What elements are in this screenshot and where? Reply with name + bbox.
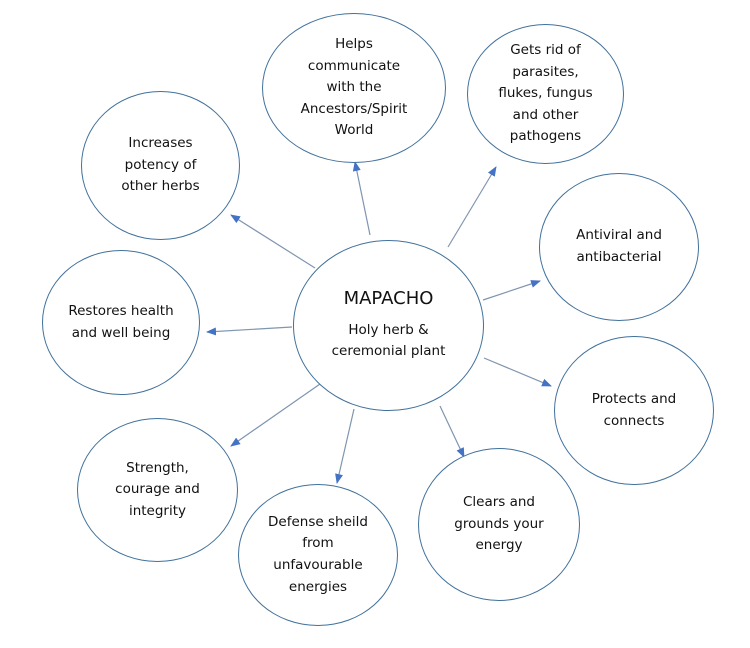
arrow-to-potency xyxy=(230,214,316,269)
node-health: Restores health and well being xyxy=(42,250,200,395)
arrow-to-parasites xyxy=(447,166,497,248)
node-defense: Defense sheild from unfavourable energie… xyxy=(238,484,398,626)
arrow-to-antiviral xyxy=(482,280,541,301)
node-label: Gets rid of parasites, flukes, fungus an… xyxy=(498,42,593,145)
node-protects: Protects and connects xyxy=(554,336,714,485)
node-label: Strength, courage and integrity xyxy=(115,459,200,519)
center-subtitle: Holy herb & ceremonial plant xyxy=(331,321,446,360)
node-strength: Strength, courage and integrity xyxy=(77,418,238,562)
arrow-to-health xyxy=(206,326,293,336)
node-label: Antiviral and antibacterial xyxy=(576,227,662,265)
center-title: MAPACHO xyxy=(343,288,434,310)
arrow-to-clears xyxy=(439,405,465,458)
node-label: Increases potency of other herbs xyxy=(121,135,200,195)
node-potency: Increases potency of other herbs xyxy=(81,91,240,240)
arrow-to-protects xyxy=(483,357,552,387)
arrow-to-strength xyxy=(230,383,321,447)
center-node: MAPACHO Holy herb & ceremonial plant xyxy=(293,240,484,411)
node-label: Clears and grounds your energy xyxy=(454,494,544,554)
node-ancestors: Helps communicate with the Ancestors/Spi… xyxy=(262,13,446,163)
node-clears: Clears and grounds your energy xyxy=(418,448,580,601)
arrow-to-defense xyxy=(335,408,355,484)
node-label: Restores health and well being xyxy=(68,302,174,341)
node-parasites: Gets rid of parasites, flukes, fungus an… xyxy=(467,24,624,164)
node-label: Helps communicate with the Ancestors/Spi… xyxy=(300,36,408,139)
node-label: Defense sheild from unfavourable energie… xyxy=(268,513,368,595)
node-label: Protects and connects xyxy=(591,390,677,429)
node-antiviral: Antiviral and antibacterial xyxy=(539,173,699,321)
arrow-to-ancestors xyxy=(352,161,371,236)
